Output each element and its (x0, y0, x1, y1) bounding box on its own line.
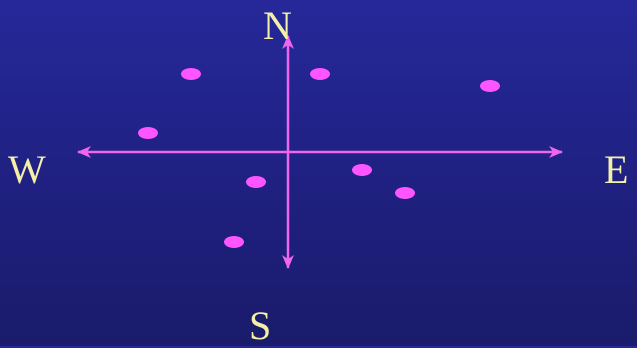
west-label: W (8, 147, 46, 192)
point (310, 68, 330, 80)
point (224, 236, 244, 248)
point (138, 127, 158, 139)
point (352, 164, 372, 176)
south-label: S (249, 303, 272, 348)
point (181, 68, 201, 80)
scatter-points (138, 68, 500, 248)
east-label: E (604, 147, 629, 192)
point (395, 187, 415, 199)
point (480, 80, 500, 92)
point (246, 176, 266, 188)
north-label: N (263, 3, 292, 48)
